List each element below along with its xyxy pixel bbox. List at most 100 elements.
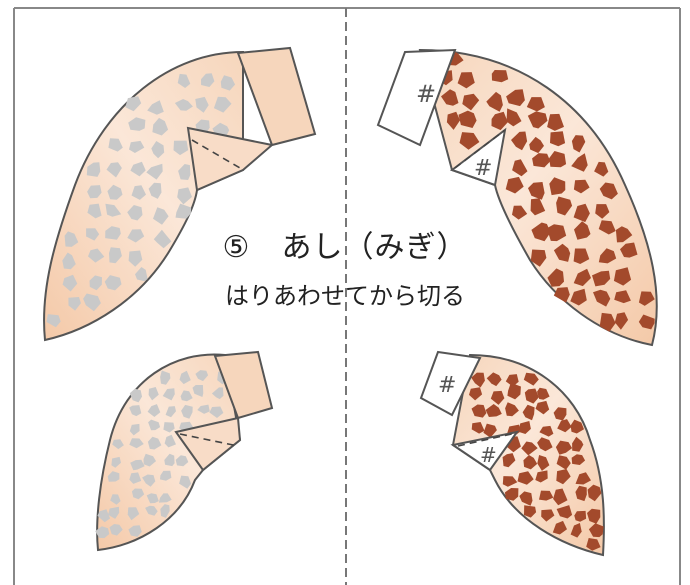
spot — [505, 402, 519, 417]
spot — [469, 387, 483, 401]
spot — [158, 493, 172, 503]
spot — [575, 485, 587, 502]
spot — [129, 388, 142, 403]
spot — [107, 184, 123, 200]
spot — [164, 434, 176, 448]
spot — [572, 436, 584, 452]
spot — [594, 161, 609, 177]
spot — [175, 203, 192, 219]
spot — [570, 288, 587, 306]
spot — [522, 404, 535, 421]
spot — [537, 437, 553, 452]
glue-tab — [236, 46, 317, 147]
spot — [571, 135, 586, 153]
inner-notch — [450, 430, 520, 472]
spot — [174, 99, 193, 111]
spot — [638, 291, 655, 306]
spot — [127, 229, 145, 243]
spot — [87, 185, 102, 199]
spot — [528, 182, 545, 200]
spot — [486, 372, 502, 387]
spot — [197, 404, 210, 414]
inner-notch — [174, 416, 242, 472]
spot — [105, 203, 122, 217]
spot — [531, 222, 551, 242]
spot — [571, 153, 588, 172]
spot — [573, 248, 590, 264]
spot — [129, 472, 142, 484]
spot — [557, 419, 572, 433]
spot — [160, 504, 170, 518]
spot — [524, 388, 539, 404]
inner-notch — [186, 126, 275, 192]
spot — [471, 372, 485, 388]
spot — [614, 312, 629, 330]
fold-line — [191, 139, 241, 169]
spot — [111, 456, 121, 468]
spot — [95, 526, 110, 539]
spot — [524, 505, 537, 518]
spot — [556, 505, 573, 519]
spot — [519, 491, 533, 506]
spot — [483, 423, 497, 438]
spot — [462, 93, 480, 111]
spot — [213, 96, 232, 113]
spot — [128, 117, 146, 131]
spot — [523, 455, 538, 470]
spot — [148, 419, 161, 431]
spot — [62, 252, 76, 270]
spot — [573, 179, 590, 194]
spot — [599, 182, 618, 200]
spot — [517, 471, 534, 485]
spot — [164, 453, 175, 467]
spot — [127, 507, 140, 521]
spot — [181, 404, 193, 419]
spot — [129, 423, 140, 436]
glue-tab — [419, 350, 482, 417]
spot — [192, 385, 204, 397]
spot — [593, 289, 611, 307]
spot — [570, 419, 584, 434]
spot — [512, 159, 528, 177]
spot — [598, 220, 616, 235]
spot — [553, 407, 567, 421]
spot — [546, 224, 567, 242]
spot — [195, 370, 209, 382]
fold-line — [457, 432, 517, 447]
upper-left-leg — [43, 46, 317, 342]
part-title: ⑤ あし（みぎ） — [222, 230, 468, 265]
fold-line — [454, 129, 506, 169]
spot — [130, 459, 145, 471]
spot — [146, 163, 163, 180]
spot — [511, 131, 528, 151]
spot — [556, 196, 573, 216]
brown-spots — [469, 372, 604, 551]
spot — [446, 111, 461, 130]
spot — [151, 141, 165, 159]
spot — [613, 267, 632, 286]
spot — [62, 274, 78, 292]
spot — [131, 488, 145, 500]
upper-right-leg: # # — [376, 48, 658, 347]
gray-spots — [46, 73, 236, 328]
spot — [587, 508, 601, 524]
spot — [153, 207, 169, 225]
spot — [571, 454, 586, 465]
spot — [459, 132, 480, 150]
spot — [108, 138, 123, 152]
spot — [195, 96, 209, 113]
spot — [180, 390, 193, 402]
spot — [556, 469, 571, 485]
spot — [547, 268, 564, 287]
spot — [458, 110, 477, 128]
spot — [570, 523, 582, 538]
spot — [160, 370, 171, 385]
spot — [505, 176, 524, 194]
spot — [160, 470, 172, 481]
spot — [541, 509, 555, 522]
spot — [107, 471, 120, 482]
spot — [638, 314, 655, 330]
spot — [507, 382, 521, 400]
spot — [530, 249, 547, 267]
